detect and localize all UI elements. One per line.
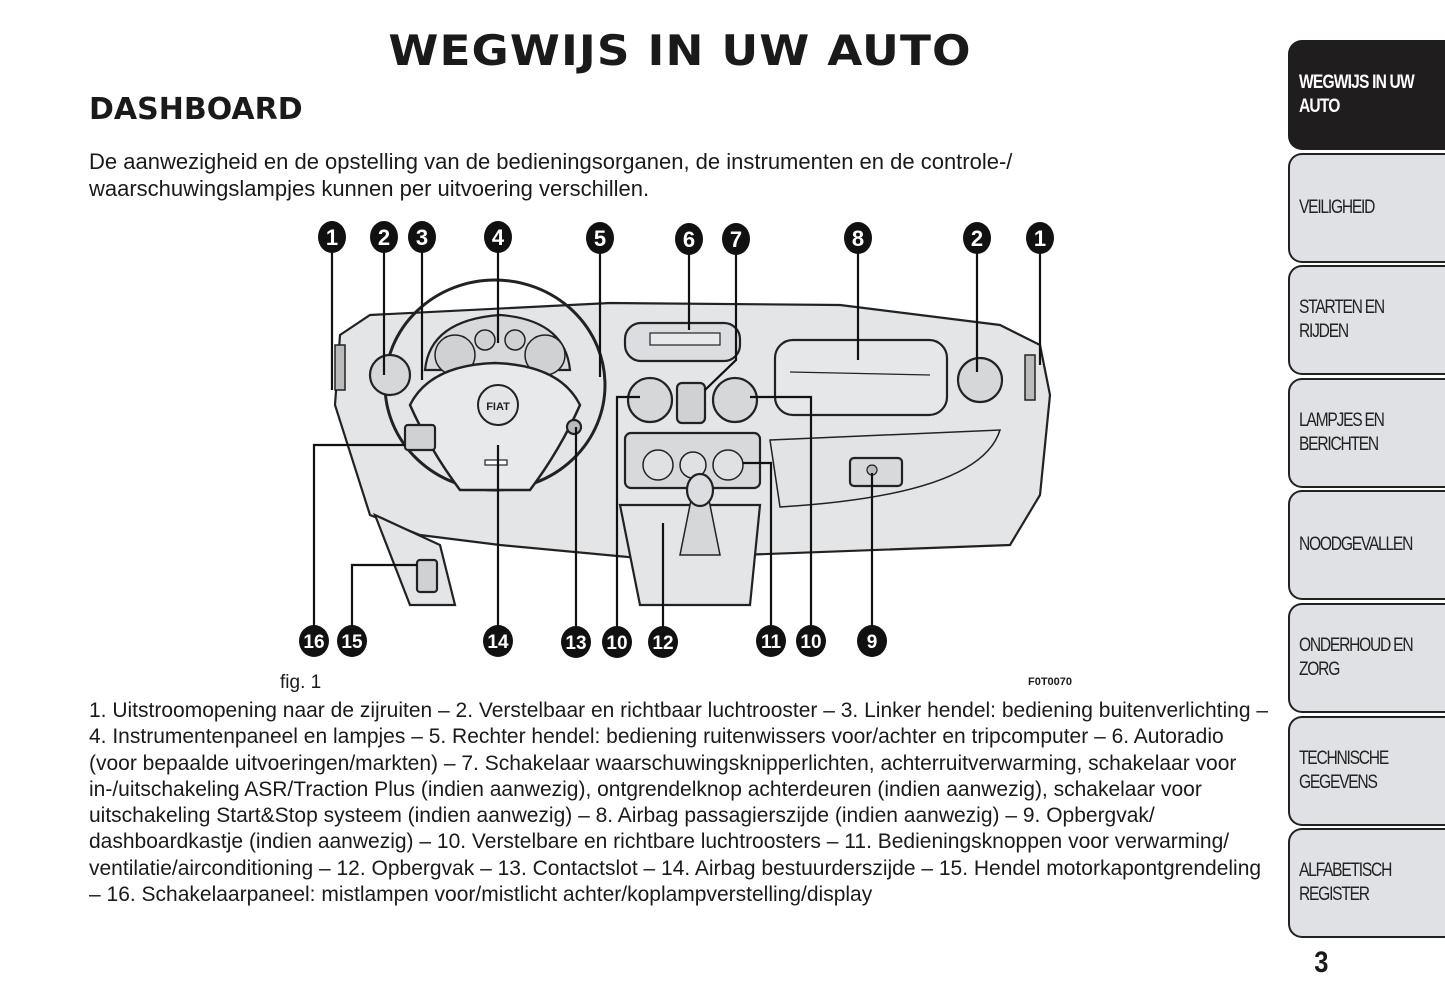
tab-label: WEGWIJS IN UW AUTO — [1299, 72, 1415, 117]
tab-label: STARTEN EN RIJDEN — [1299, 297, 1385, 343]
tab-label: NOODGEVALLEN — [1299, 534, 1413, 556]
airbag-seam — [789, 371, 931, 376]
tab-lampjes-en-berichten[interactable]: LAMPJES EN BERICHTEN — [1288, 377, 1445, 488]
callout-label: 5 — [594, 226, 606, 251]
horn-slot — [484, 459, 508, 466]
ignition-switch — [565, 418, 583, 436]
callout-label: 16 — [303, 632, 324, 653]
climate-knob-1 — [642, 449, 674, 481]
callout-label: 6 — [683, 227, 695, 252]
figure-code: F0T0070 — [1028, 676, 1073, 688]
tab-starten-en-rijden[interactable]: STARTEN EN RIJDEN — [1288, 265, 1445, 376]
callout-label: 8 — [852, 226, 864, 251]
callout-label: 10 — [800, 632, 821, 653]
hood-release-lever — [415, 558, 439, 594]
center-vent-left — [626, 376, 674, 424]
radio-display — [649, 332, 721, 346]
callout-5: 5 — [586, 222, 614, 254]
side-vent-left — [334, 344, 346, 391]
fiat-logo-text: FIAT — [486, 401, 510, 413]
intro-paragraph: De aanwezigheid en de opstelling van de … — [89, 149, 1013, 201]
callout-13: 13 — [561, 626, 591, 658]
tab-label: ONDERHOUD EN ZORG — [1299, 634, 1414, 680]
callout-label: 15 — [341, 632, 363, 653]
callout-2-right: 2 — [963, 222, 991, 254]
air-vent-left — [368, 353, 412, 397]
hazard-switch-panel — [675, 381, 707, 425]
tab-onderhoud-en-zorg[interactable]: ONDERHOUD EN ZORG — [1288, 602, 1445, 713]
callout-12: 12 — [648, 626, 678, 658]
tab-noodgevallen[interactable]: NOODGEVALLEN — [1288, 490, 1445, 601]
tab-alfabetisch-register[interactable]: ALFABETISCH REGISTER — [1288, 828, 1445, 939]
center-vent-right — [711, 376, 759, 424]
section-title: DASHBOARD — [89, 92, 303, 127]
dashboard-illustration: FIAT — [333, 278, 1052, 607]
callout-label: 2 — [378, 225, 390, 250]
callout-4: 4 — [484, 221, 512, 253]
callout-label: 12 — [652, 633, 673, 654]
callout-3: 3 — [408, 221, 436, 253]
callout-label: 14 — [487, 632, 509, 653]
tab-label: TECHNISCHE GEGEVENS — [1299, 747, 1389, 793]
tab-veiligheid[interactable]: VEILIGHEID — [1288, 152, 1445, 263]
callout-label: 1 — [1034, 226, 1046, 251]
climate-knob-3 — [712, 449, 744, 481]
callout-label: 2 — [971, 226, 983, 251]
callout-label: 11 — [761, 632, 782, 653]
callout-7: 7 — [722, 223, 750, 255]
callout-label: 3 — [416, 225, 428, 250]
tab-label: LAMPJES EN BERICHTEN — [1299, 409, 1385, 455]
side-vent-right — [1024, 354, 1036, 401]
fiat-logo — [477, 384, 519, 426]
callout-1-left: 1 — [318, 221, 346, 253]
gauge-center-left — [474, 329, 496, 351]
callout-label: 1 — [326, 225, 338, 250]
callout-11: 11 — [756, 625, 786, 657]
page-title: WEGWIJS IN UW AUTO — [388, 26, 972, 75]
tab-wegwijs-in-uw-auto[interactable]: WEGWIJS IN UW AUTO — [1288, 40, 1445, 150]
dashboard-figure: FIAT — [299, 221, 1054, 658]
leader-lines — [312, 245, 1042, 640]
switch-panel-16 — [403, 423, 437, 452]
tab-label: VEILIGHEID — [1299, 196, 1375, 218]
tab-technische-gegevens[interactable]: TECHNISCHE GEGEVENS — [1288, 715, 1445, 826]
callout-16: 16 — [299, 625, 329, 657]
callout-label: 10 — [606, 633, 627, 654]
callout-6: 6 — [675, 223, 703, 255]
callout-15: 15 — [337, 625, 367, 657]
figure-label: fig. 1 — [280, 672, 322, 693]
callout-14: 14 — [483, 625, 513, 657]
chapter-tabs: WEGWIJS IN UW AUTO VEILIGHEID STARTEN EN… — [1288, 40, 1445, 941]
tab-label: ALFABETISCH REGISTER — [1299, 860, 1392, 906]
callout-8: 8 — [844, 222, 872, 254]
callout-10-right: 10 — [796, 625, 826, 657]
callouts-bottom: 16 15 14 13 10 12 11 10 9 — [299, 625, 887, 658]
callout-label: 13 — [565, 633, 586, 654]
callout-label: 7 — [730, 227, 742, 252]
passenger-airbag-panel — [773, 338, 949, 417]
figure-legend: 1. Uitstroomopening naar de zijruiten – … — [89, 699, 1269, 907]
air-vent-right — [956, 356, 1004, 404]
callouts-top: 1 2 3 4 5 6 7 8 2 1 — [318, 221, 1054, 255]
callout-9: 9 — [857, 625, 887, 657]
callout-1-right: 1 — [1026, 222, 1054, 254]
gear-knob — [685, 472, 715, 508]
page-number: 3 — [1314, 946, 1329, 979]
callout-10-left: 10 — [602, 626, 632, 658]
callout-label: 9 — [867, 632, 878, 653]
steering-wheel-hub — [408, 361, 582, 492]
gauge-center-right — [504, 329, 526, 351]
callout-label: 4 — [492, 225, 505, 250]
callout-2-left: 2 — [370, 221, 398, 253]
